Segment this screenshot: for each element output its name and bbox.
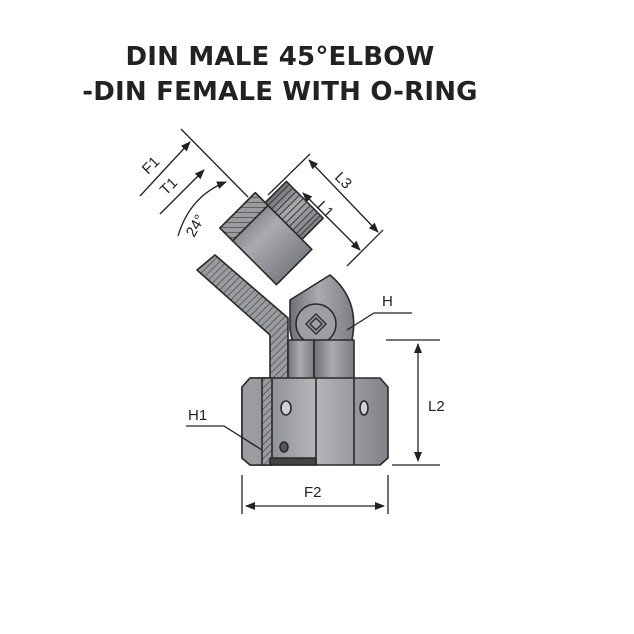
label-h: H bbox=[382, 293, 393, 310]
o-ring bbox=[280, 400, 292, 416]
label-h1: H1 bbox=[188, 407, 207, 424]
title-line-2: -DIN FEMALE WITH O-RING bbox=[82, 77, 478, 107]
fitting-body bbox=[196, 180, 389, 466]
dimension-lines bbox=[139, 128, 440, 514]
title-line-1: DIN MALE 45°ELBOW bbox=[125, 42, 435, 72]
label-l3: L3 bbox=[331, 169, 355, 193]
label-f2: F2 bbox=[304, 484, 322, 501]
label-l2: L2 bbox=[428, 398, 445, 415]
logo-emblem bbox=[295, 303, 337, 345]
label-t1: T1 bbox=[157, 174, 181, 198]
